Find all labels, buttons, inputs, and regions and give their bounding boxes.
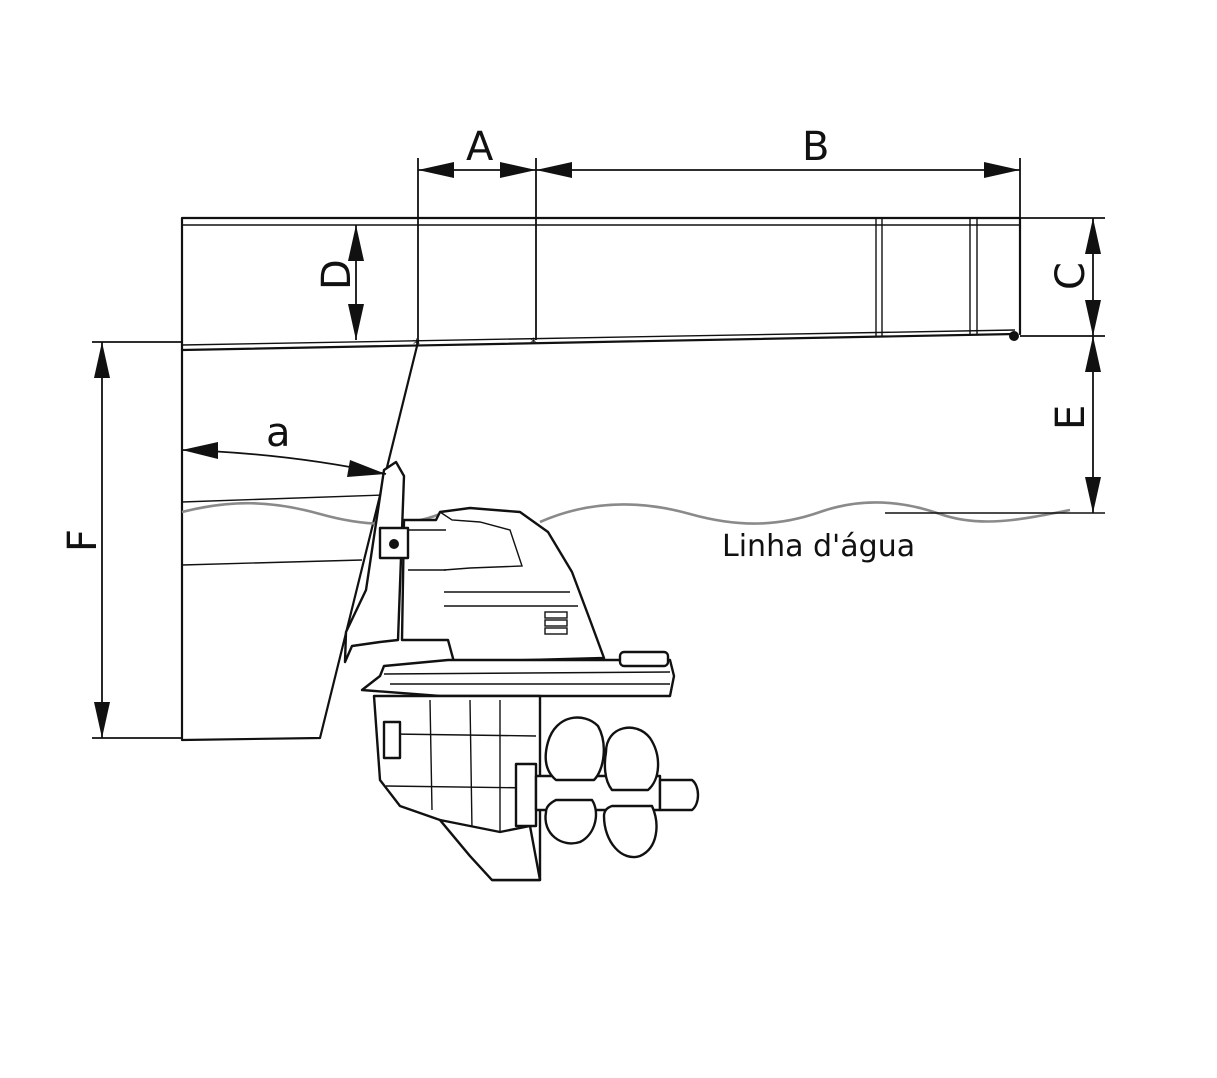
hull: * * (180, 216, 1022, 742)
prop-hub-cone (658, 778, 700, 812)
svg-text:*: * (413, 337, 420, 353)
rear-propeller-blade-bottom (602, 804, 658, 859)
dimension-a: A (417, 124, 537, 342)
hull-chine-1 (181, 494, 385, 503)
waterline-wave-right (539, 501, 1071, 525)
upper-gear-housing (400, 506, 606, 664)
waterline: Linha d'água (181, 501, 1105, 564)
waterline-label: Linha d'água (722, 529, 915, 564)
gear-case-seam-1 (391, 733, 537, 737)
sterndrive-unit (343, 460, 700, 882)
prop-shaft-collar (514, 762, 538, 828)
transom-bracket (343, 460, 406, 664)
gear-case-seam-2 (385, 785, 537, 789)
angle-a: a (181, 410, 387, 477)
front-propeller-blade-top (544, 716, 605, 782)
upper-housing-detail (439, 511, 523, 571)
gear-case-rib-1 (429, 699, 433, 811)
dimension-f: F (60, 341, 182, 739)
keel-point (1009, 331, 1019, 341)
dimension-c-label: C (1048, 262, 1094, 290)
front-propeller-blade-bottom (544, 798, 598, 845)
dimension-a-label: A (466, 124, 494, 170)
trim-bolt (389, 539, 399, 549)
dimension-b: B (536, 124, 1021, 218)
dimension-e: E (1048, 336, 1101, 513)
plate-line-1 (383, 671, 671, 675)
dimension-d: D (314, 225, 364, 340)
dimension-f-label: F (60, 529, 106, 552)
angle-label: a (266, 410, 291, 456)
dimension-d-label: D (314, 259, 360, 290)
rear-propeller-blade-top (603, 726, 660, 792)
dimension-c: C (1020, 217, 1105, 337)
svg-text:*: * (530, 336, 537, 352)
hull-outline (180, 216, 1022, 742)
skeg (438, 818, 542, 882)
dimension-e-label: E (1048, 405, 1094, 430)
hull-chine-2 (181, 559, 363, 566)
plate-cap (618, 650, 670, 668)
anti-ventilation-plate (360, 658, 676, 698)
vent-grille (544, 611, 568, 635)
gear-case-fitting (382, 720, 402, 760)
hull-bottom-line (180, 332, 1017, 352)
dimension-b-label: B (802, 124, 829, 170)
gear-case-rib-2 (469, 699, 473, 831)
